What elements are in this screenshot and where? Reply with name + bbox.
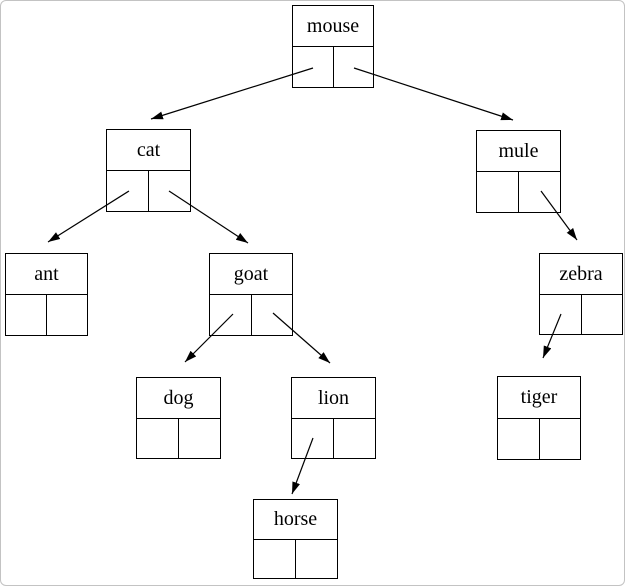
node-mule-pointers <box>477 172 560 212</box>
node-ant-left-pointer <box>6 295 47 335</box>
node-tiger-right-pointer <box>540 419 581 459</box>
node-goat-pointers <box>210 295 292 335</box>
node-zebra-left-pointer <box>540 294 582 334</box>
node-horse: horse <box>253 499 338 579</box>
node-ant: ant <box>5 253 88 336</box>
node-mouse: mouse <box>292 5 374 88</box>
node-mouse-left-pointer <box>293 47 334 87</box>
node-goat-left-pointer <box>210 295 252 335</box>
node-dog-left-pointer <box>137 418 179 458</box>
node-zebra-label: zebra <box>540 254 622 295</box>
node-mule-left-pointer <box>477 172 519 212</box>
node-dog-label: dog <box>137 378 220 419</box>
node-tiger-pointers <box>498 418 581 459</box>
node-mule: mule <box>476 130 561 213</box>
node-tiger-label: tiger <box>498 377 580 419</box>
node-lion-label: lion <box>292 378 375 419</box>
node-tiger-left-pointer <box>498 418 540 459</box>
node-lion-right-pointer <box>334 419 375 458</box>
node-horse-left-pointer <box>254 539 296 578</box>
node-lion: lion <box>291 377 376 459</box>
node-ant-pointers <box>6 295 87 335</box>
node-horse-pointers <box>254 539 337 578</box>
node-lion-pointers <box>292 418 375 458</box>
node-ant-label: ant <box>6 254 87 296</box>
node-cat: cat <box>106 129 191 212</box>
node-cat-pointers <box>107 171 190 211</box>
node-mouse-label: mouse <box>293 6 373 48</box>
edge-mouse-left-cat <box>150 67 314 120</box>
edge-mouse-right-mule <box>353 67 514 121</box>
node-ant-right-pointer <box>47 295 87 335</box>
node-tiger: tiger <box>497 376 581 460</box>
node-zebra-pointers <box>540 294 623 334</box>
node-goat: goat <box>209 253 293 336</box>
node-horse-label: horse <box>254 500 337 540</box>
node-lion-left-pointer <box>292 418 334 458</box>
node-goat-right-pointer <box>252 295 293 335</box>
node-dog: dog <box>136 377 221 459</box>
node-mouse-pointers <box>293 47 373 87</box>
node-mouse-right-pointer <box>334 47 374 87</box>
node-cat-left-pointer <box>107 171 149 211</box>
node-zebra: zebra <box>539 253 623 335</box>
node-horse-right-pointer <box>296 540 337 578</box>
node-mule-right-pointer <box>519 172 560 212</box>
node-goat-label: goat <box>210 254 292 296</box>
node-zebra-right-pointer <box>582 295 623 334</box>
node-cat-right-pointer <box>149 171 190 211</box>
node-mule-label: mule <box>477 131 560 173</box>
node-dog-right-pointer <box>179 419 220 458</box>
node-dog-pointers <box>137 418 220 458</box>
node-cat-label: cat <box>107 130 190 172</box>
